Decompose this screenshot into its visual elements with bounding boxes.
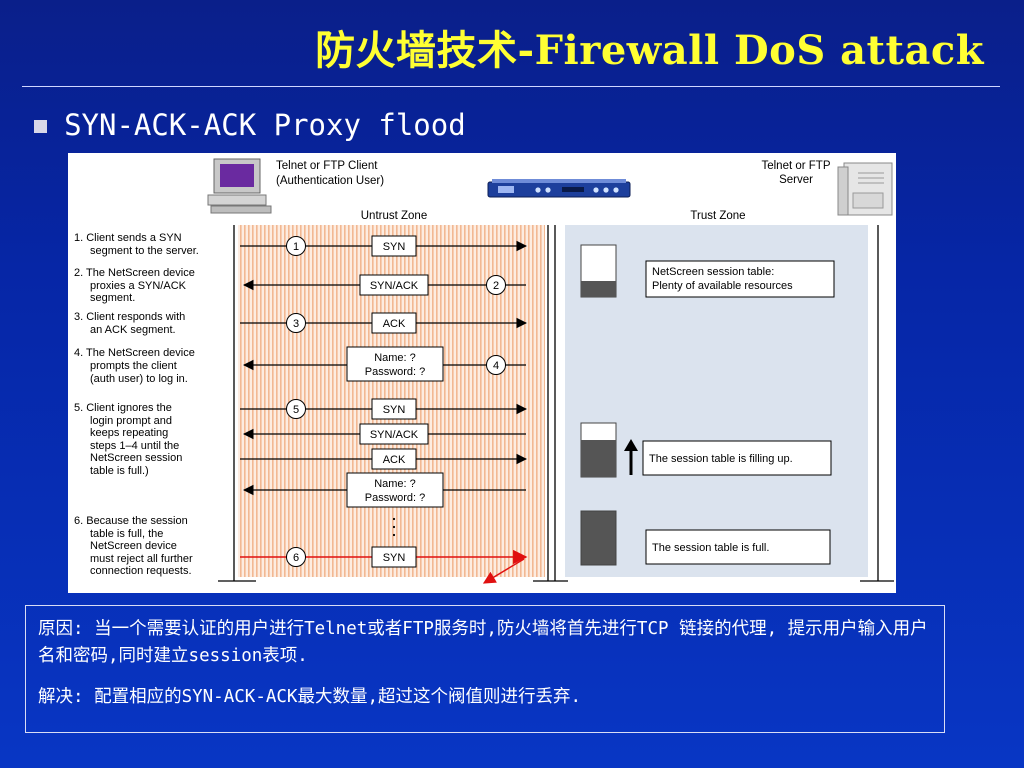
netscreen-firewall-icon — [487, 179, 631, 198]
name-prompt-label-4: Name: ? — [374, 352, 416, 364]
synack-label-2: SYN/ACK — [370, 280, 419, 292]
step-5-line-4: steps 1–4 until the — [90, 440, 179, 452]
syn-label-1: SYN — [383, 241, 406, 253]
marker-1-label: 1 — [293, 241, 299, 253]
step-6-line-2: table is full, the — [90, 528, 163, 540]
marker-3 — [286, 313, 306, 333]
step-1-line-2: segment to the server. — [90, 245, 199, 257]
marker-2 — [486, 275, 506, 295]
server-tower-icon — [837, 162, 893, 216]
step-5-line-1: 5. Client ignores the — [74, 402, 172, 414]
syn-label-6: SYN — [383, 552, 406, 564]
ack-label-5: ACK — [383, 454, 406, 466]
continuation-dots — [392, 517, 396, 537]
ack-label-3: ACK — [383, 318, 406, 330]
marker-2-label: 2 — [493, 280, 499, 292]
marker-5 — [286, 399, 306, 419]
reject-deflect-arrow — [482, 558, 525, 584]
step-5-line-2: login prompt and — [90, 415, 172, 427]
note-plenty-line1: NetScreen session table: — [652, 266, 774, 278]
step-2-line-3: segment. — [90, 292, 135, 304]
synack-label-5: SYN/ACK — [370, 429, 419, 441]
diagram-canvas: Telnet or FTP Client (Authentication Use… — [74, 158, 894, 584]
client-label-line1: Telnet or FTP Client — [276, 160, 378, 172]
marker-3-label: 3 — [293, 318, 299, 330]
marker-4-label: 4 — [493, 360, 499, 372]
cause-text: 原因: 当一个需要认证的用户进行Telnet或者FTP服务时,防火墙将首先进行T… — [38, 619, 928, 666]
step-3-line-1: 3. Client responds with — [74, 311, 185, 323]
syn-ack-ack-diagram: Telnet or FTP Client (Authentication Use… — [68, 153, 896, 593]
session-table-full — [580, 510, 617, 566]
session-table-filling — [580, 422, 617, 478]
step-6-line-5: connection requests. — [90, 565, 192, 577]
step-1-line-1: 1. Client sends a SYN — [74, 232, 182, 244]
explanation-box: 原因: 当一个需要认证的用户进行Telnet或者FTP服务时,防火墙将首先进行T… — [25, 605, 945, 733]
password-prompt-label-4: Password: ? — [365, 366, 426, 378]
server-label-line2: Server — [779, 174, 813, 186]
step-markers: 1 2 3 4 5 6 — [286, 236, 506, 567]
slide-title: 防火墙技术-Firewall DoS attack — [315, 27, 984, 74]
square-bullet-icon — [34, 120, 47, 133]
bullet-item: SYN-ACK-ACK Proxy flood — [34, 108, 466, 142]
step-4-line-2: prompts the client — [90, 360, 177, 372]
up-arrow-icon — [624, 439, 638, 475]
step-descriptions: 1. Client sends a SYN segment to the ser… — [74, 232, 199, 577]
step-5-line-6: table is full.) — [90, 465, 149, 477]
step-3-line-2: an ACK segment. — [90, 324, 176, 336]
server-label-line1: Telnet or FTP — [761, 160, 830, 172]
step-2-line-2: proxies a SYN/ACK — [90, 280, 187, 292]
note-filling: The session table is filling up. — [649, 453, 793, 465]
marker-6-label: 6 — [293, 552, 299, 564]
message-label-boxes: SYN SYN/ACK ACK Name: ? Password: ? SYN … — [346, 235, 444, 568]
trust-zone-label: Trust Zone — [690, 210, 745, 222]
step-5-line-3: keeps repeating — [90, 427, 168, 439]
step-4-line-1: 4. The NetScreen device — [74, 347, 195, 359]
name-prompt-label-5: Name: ? — [374, 478, 416, 490]
marker-6 — [286, 547, 306, 567]
client-label-line2: (Authentication User) — [276, 175, 384, 187]
note-full: The session table is full. — [652, 542, 769, 554]
untrust-zone-label: Untrust Zone — [361, 210, 427, 222]
bullet-text: SYN-ACK-ACK Proxy flood — [64, 108, 466, 142]
step-2-line-1: 2. The NetScreen device — [74, 267, 195, 279]
step-4-line-3: (auth user) to log in. — [90, 373, 188, 385]
password-prompt-label-5: Password: ? — [365, 492, 426, 504]
title-divider — [22, 86, 1000, 87]
marker-4 — [486, 355, 506, 375]
session-table-empty — [580, 244, 617, 298]
client-computer-icon — [207, 158, 272, 214]
step-6-line-1: 6. Because the session — [74, 515, 188, 527]
syn-label-5: SYN — [383, 404, 406, 416]
step-6-line-4: must reject all further — [90, 553, 193, 565]
solution-text: 解决: 配置相应的SYN-ACK-ACK最大数量,超过这个阀值则进行丢弃. — [38, 687, 582, 707]
marker-5-label: 5 — [293, 404, 299, 416]
marker-1 — [286, 236, 306, 256]
step-5-line-5: NetScreen session — [90, 452, 182, 464]
step-6-line-3: NetScreen device — [90, 540, 177, 552]
session-notes: NetScreen session table: Plenty of avail… — [642, 260, 835, 565]
note-plenty-line2: Plenty of available resources — [652, 280, 793, 292]
